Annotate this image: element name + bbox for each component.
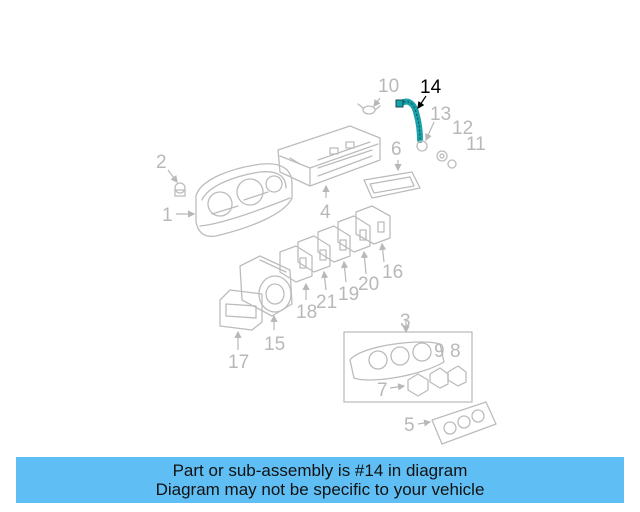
callout-8: 8: [450, 341, 461, 362]
panel-part-6: [363, 171, 421, 199]
callout-3: 3: [400, 311, 411, 332]
callout-5: 5: [404, 415, 415, 436]
callout-9: 9: [434, 341, 445, 362]
banner-line-part-number: Part or sub-assembly is #14 in diagram: [172, 461, 468, 480]
callout-13: 13: [430, 104, 451, 125]
callout-15: 15: [264, 334, 285, 355]
wire-harness-part-14: [395, 98, 423, 143]
parts-diagram: 1 2 3 4 5 6 7 8 9 10 11 12 13 14 15 16 1…: [156, 76, 497, 445]
callout-21: 21: [316, 292, 337, 313]
headlight-switch-part-15: [239, 255, 293, 317]
part-info-banner: Part or sub-assembly is #14 in diagram D…: [16, 457, 624, 503]
callout-1: 1: [162, 205, 173, 226]
instrument-cluster-part: [195, 163, 293, 238]
callout-6: 6: [391, 139, 402, 160]
callout-19: 19: [338, 284, 359, 305]
callout-4: 4: [320, 202, 331, 223]
callout-11: 11: [466, 134, 486, 155]
callout-14: 14: [420, 77, 442, 98]
control-unit-part: [277, 125, 381, 187]
callout-18: 18: [296, 302, 317, 323]
small-parts-11-12-13: [416, 140, 457, 169]
trim-bezel-part-5: [431, 401, 497, 445]
connector-part-10: [357, 103, 381, 115]
callout-2: 2: [156, 152, 167, 173]
bulb-part-2: [174, 182, 186, 197]
banner-line-disclaimer: Diagram may not be specific to your vehi…: [155, 480, 485, 499]
callout-17: 17: [228, 352, 249, 373]
callout-20: 20: [358, 274, 379, 295]
switch-parts: [279, 205, 391, 283]
callout-10: 10: [378, 76, 399, 97]
leader-lines: [167, 95, 435, 427]
callout-12: 12: [452, 118, 473, 139]
switch-part-17: [219, 289, 263, 331]
callout-7: 7: [377, 380, 388, 401]
callout-16: 16: [382, 262, 403, 283]
